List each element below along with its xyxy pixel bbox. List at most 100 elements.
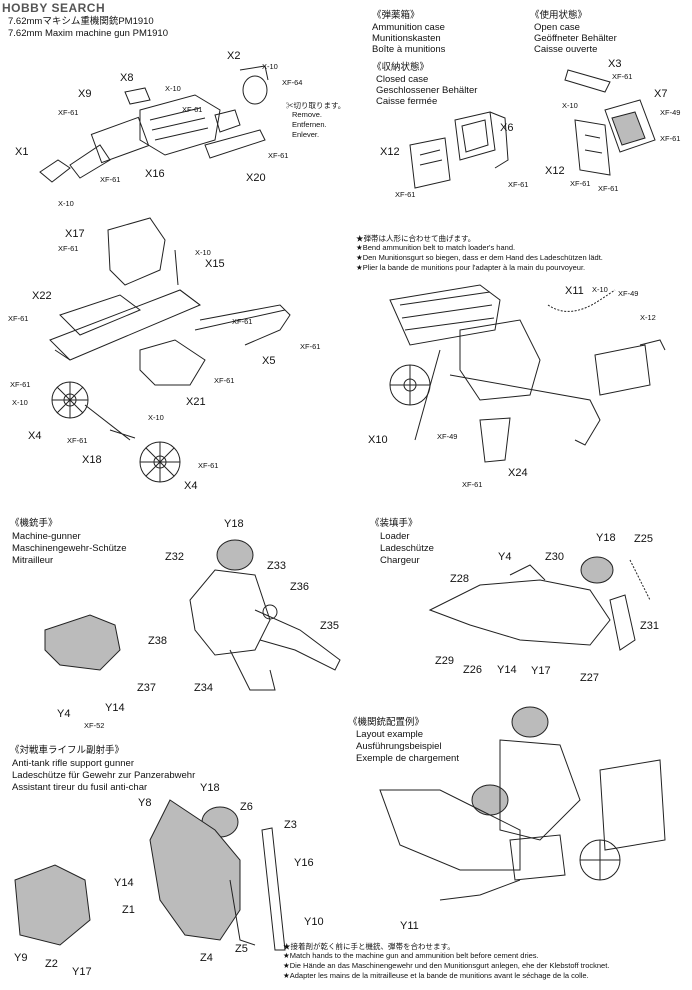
part-z5: Z5 (235, 943, 248, 955)
part-z25: Z25 (634, 533, 653, 545)
ammo-jp: 《弾薬箱》 (372, 10, 420, 21)
part-z36: Z36 (290, 581, 309, 593)
loader-en: Loader (380, 531, 410, 542)
paint-xf61: XF-61 (300, 342, 321, 351)
cement-note-de: ★Die Hände an das Maschinengewehr und de… (283, 961, 610, 970)
ammo-fr: Boîte à munitions (372, 44, 446, 55)
machine-gunner-illustration (44, 539, 341, 691)
watermark-logo: HOBBY SEARCH (2, 1, 106, 15)
paint-xf49: XF-49 (618, 289, 639, 298)
part-z28: Z28 (450, 573, 469, 585)
part-y18-loader: Y18 (596, 532, 616, 544)
part-y4-loader: Y4 (498, 551, 512, 563)
assistant-de: Ladeschütze für Gewehr zur Panzerabwehr (12, 770, 196, 781)
part-x4-b: X4 (184, 480, 198, 492)
part-z31: Z31 (640, 620, 659, 632)
paint-xf61: XF-61 (67, 436, 88, 445)
part-x9: X9 (78, 88, 92, 100)
part-y14-assistant: Y14 (114, 877, 134, 889)
part-y17-loader: Y17 (531, 665, 551, 677)
open-en: Open case (534, 22, 580, 33)
paint-xf61: XF-61 (58, 244, 79, 253)
cement-note-fr: ★Adapter les mains de la mitrailleuse et… (283, 971, 589, 980)
paint-x10: X-10 (12, 398, 28, 407)
loader-fr: Chargeur (380, 555, 420, 566)
part-z30: Z30 (545, 551, 564, 563)
closed-fr: Caisse fermée (376, 96, 438, 107)
part-x6: X6 (500, 122, 514, 134)
gun-body-illustration (39, 65, 269, 183)
part-x20: X20 (246, 172, 266, 184)
part-x15: X15 (205, 258, 225, 270)
part-x16: X16 (145, 168, 165, 180)
part-x8: X8 (120, 72, 134, 84)
assistant-jp: 《対戦車ライフル副射手》 (10, 745, 125, 756)
part-z38: Z38 (148, 635, 167, 647)
part-z33: Z33 (267, 560, 286, 572)
part-x11: X11 (565, 285, 584, 297)
gun-title-en: 7.62mm Maxim machine gun PM1910 (8, 28, 168, 39)
part-z1: Z1 (122, 904, 135, 916)
gunner-jp: 《機銃手》 (10, 518, 58, 529)
layout-example-illustration (379, 706, 666, 901)
paint-xf61: XF-61 (232, 317, 253, 326)
paint-x10: X-10 (148, 413, 164, 422)
layout-de: Ausführungsbeispiel (356, 741, 442, 752)
part-x17: X17 (65, 228, 85, 240)
paint-xf61: XF-61 (660, 134, 681, 143)
paint-xf61: XF-61 (268, 151, 289, 160)
paint-xf61: XF-61 (10, 380, 31, 389)
part-y16: Y16 (294, 857, 314, 869)
paint-xf61: XF-61 (8, 314, 29, 323)
part-y18-assistant: Y18 (200, 782, 220, 794)
belt-note-en: ★Bend ammunition belt to match loader's … (356, 243, 516, 252)
paint-xf61: XF-61 (395, 190, 416, 199)
paint-x10: X-10 (262, 62, 278, 71)
layout-en: Layout example (356, 729, 424, 740)
paint-xf61: XF-61 (462, 480, 483, 489)
part-x22: X22 (32, 290, 52, 302)
paint-xf49: XF-49 (660, 108, 681, 117)
cement-note-en: ★Match hands to the machine gun and ammu… (283, 951, 539, 960)
closed-de: Geschlossener Behälter (376, 85, 478, 96)
part-x12-closed: X12 (380, 146, 400, 158)
part-x21: X21 (186, 396, 206, 408)
paint-x10: X-10 (165, 84, 181, 93)
part-x3: X3 (608, 58, 622, 70)
part-z2: Z2 (45, 958, 58, 970)
remove-fr: Enlever. (292, 130, 320, 139)
gun-title-jp: 7.62mmマキシム重機関銃PM1910 (8, 16, 154, 27)
paint-xf61: XF-61 (508, 180, 529, 189)
open-fr: Caisse ouverte (534, 44, 598, 55)
part-x10: X10 (368, 434, 388, 446)
part-x5: X5 (262, 355, 276, 367)
paint-x10: X-10 (195, 248, 211, 257)
part-z4: Z4 (200, 952, 213, 964)
assembled-gun-illustration (389, 284, 666, 463)
part-y10: Y10 (304, 916, 324, 928)
belt-note-fr: ★Plier la bande de munitions pour l'adap… (356, 263, 586, 272)
mount-illustration (49, 217, 291, 483)
part-y8: Y8 (138, 797, 152, 809)
assistant-illustration (14, 799, 286, 951)
part-x18: X18 (82, 454, 102, 466)
part-z29: Z29 (435, 655, 454, 667)
ammo-en: Ammunition case (372, 22, 445, 33)
paint-x10: X-10 (562, 101, 578, 110)
paint-xf52: XF-52 (84, 721, 105, 730)
paint-xf49: XF-49 (437, 432, 458, 441)
paint-xf61: XF-61 (612, 72, 633, 81)
paint-x10: X-10 (58, 199, 74, 208)
loader-illustration (428, 556, 651, 651)
part-y17-assistant: Y17 (72, 966, 92, 978)
paint-xf61: XF-61 (214, 376, 235, 385)
layout-jp: 《機関銃配置例》 (348, 717, 425, 728)
part-y9: Y9 (14, 952, 28, 964)
part-y11: Y11 (400, 920, 419, 932)
paint-xf61: XF-61 (182, 105, 203, 114)
paint-xf61: XF-61 (100, 175, 121, 184)
belt-note-jp: ★弾帯は人形に合わせて曲げます。 (356, 234, 476, 243)
closed-en: Closed case (376, 74, 429, 85)
assistant-fr: Assistant tireur du fusil anti-char (12, 782, 148, 793)
